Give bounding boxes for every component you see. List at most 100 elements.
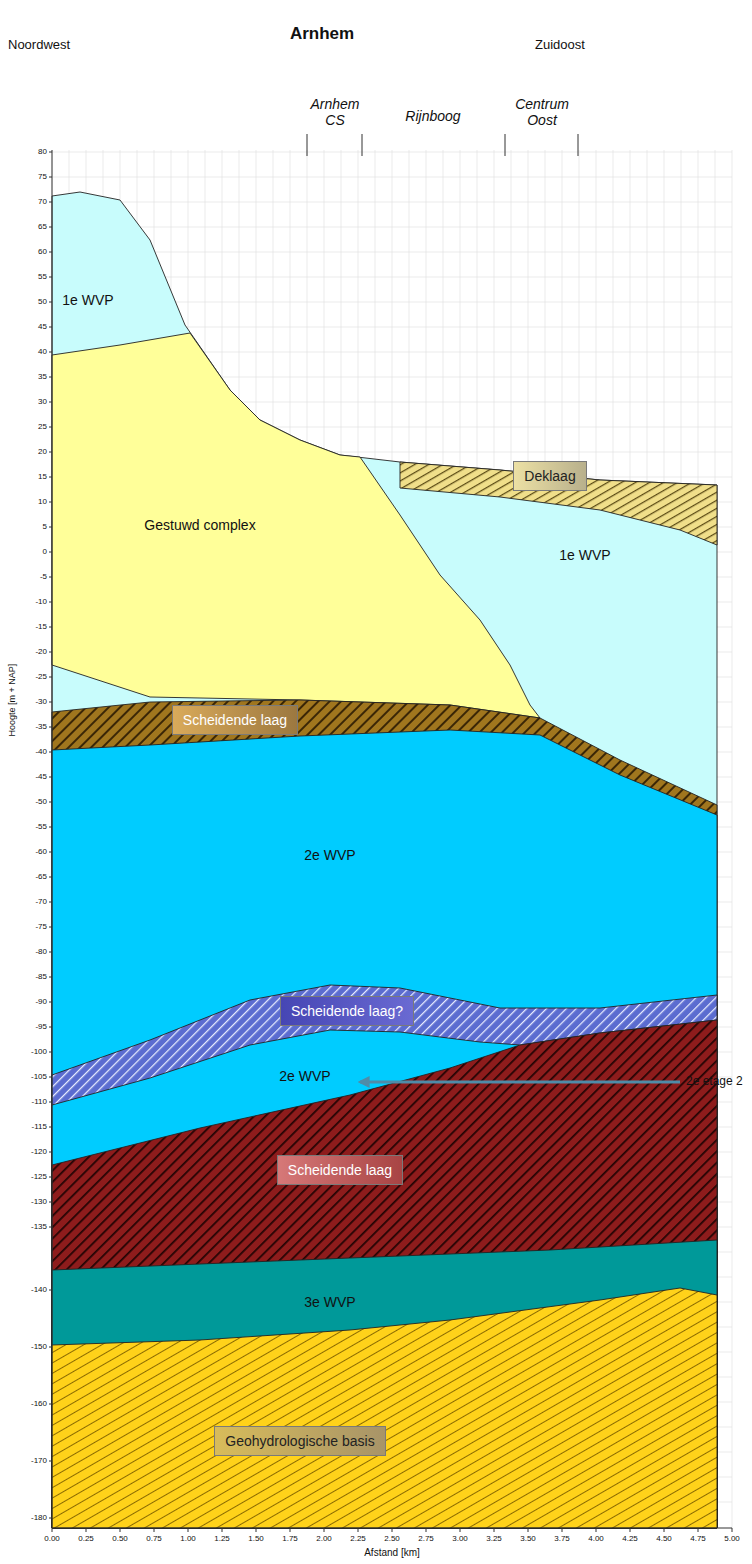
tick-mark xyxy=(49,1290,52,1291)
tick-mark xyxy=(49,677,52,678)
tick-label: 50 xyxy=(38,297,47,306)
tick-mark xyxy=(630,1528,631,1532)
tick-label: 4.50 xyxy=(656,1534,672,1543)
separating-layer-uncertain xyxy=(52,985,717,1528)
tick-label: 75 xyxy=(38,172,47,181)
tick-mark xyxy=(49,702,52,703)
aquifer-2 xyxy=(52,730,717,1528)
tick-mark xyxy=(49,1077,52,1078)
tick-label: 65 xyxy=(38,222,47,231)
tick-mark xyxy=(49,227,52,228)
tick-mark xyxy=(562,1528,563,1532)
tick-label: 35 xyxy=(38,372,47,381)
tick-mark xyxy=(49,152,52,153)
tick-label: 25 xyxy=(38,422,47,431)
grid-line xyxy=(52,177,732,178)
tick-label: -55 xyxy=(35,822,47,831)
tick-label: -45 xyxy=(35,772,47,781)
tick-label: 5.00 xyxy=(724,1534,740,1543)
tick-label: 0.50 xyxy=(112,1534,128,1543)
tick-label: 2.25 xyxy=(350,1534,366,1543)
tick-label: -30 xyxy=(35,697,47,706)
grid xyxy=(52,150,732,1528)
layer-name: Scheidende laag xyxy=(183,712,287,728)
tick-mark xyxy=(49,1052,52,1053)
tick-mark xyxy=(49,802,52,803)
axis-title: Afstand [km] xyxy=(364,1547,420,1559)
section-brackets xyxy=(307,134,578,156)
aquifer-3 xyxy=(52,1240,717,1528)
grid-line xyxy=(52,152,732,153)
tick-label: -160 xyxy=(31,1399,47,1408)
push-moraine xyxy=(52,333,540,718)
tick-label: 3.75 xyxy=(554,1534,570,1543)
tick-mark xyxy=(52,1528,53,1532)
tick-label: 2.50 xyxy=(384,1534,400,1543)
tick-label: -5 xyxy=(40,572,47,581)
layer-label: 2e WVP xyxy=(304,847,355,863)
layer-label: 1e WVP xyxy=(62,292,113,308)
tick-label: -50 xyxy=(35,797,47,806)
tick-mark xyxy=(528,1528,529,1532)
tick-label: -70 xyxy=(35,897,47,906)
tick-mark xyxy=(49,277,52,278)
tick-mark xyxy=(49,602,52,603)
layer-label: 2e WVP xyxy=(279,1068,330,1084)
axis-ticks xyxy=(49,152,732,1532)
tick-mark xyxy=(324,1528,325,1532)
tick-mark xyxy=(49,352,52,353)
grid-line xyxy=(52,202,732,203)
section-name: Centrum Oost xyxy=(509,96,575,128)
layer-label: 1e WVP xyxy=(559,547,610,563)
tick-mark xyxy=(49,202,52,203)
tick-label: -105 xyxy=(31,1072,47,1081)
tick-label: -150 xyxy=(31,1342,47,1351)
tick-mark xyxy=(49,877,52,878)
tick-label: -170 xyxy=(31,1456,47,1465)
tick-mark xyxy=(49,1347,52,1348)
tick-mark xyxy=(49,427,52,428)
layer-box: Scheidende laag xyxy=(172,705,298,735)
tick-mark xyxy=(392,1528,393,1532)
tick-mark xyxy=(49,652,52,653)
tick-label: -90 xyxy=(35,997,47,1006)
tick-label: -180 xyxy=(31,1513,47,1522)
tick-mark xyxy=(49,627,52,628)
tick-label: 2.75 xyxy=(418,1534,434,1543)
layer-label: 3e WVP xyxy=(304,1294,355,1310)
tick-label: 1.00 xyxy=(180,1534,196,1543)
tick-label: 40 xyxy=(38,347,47,356)
section-name: Rijnboog xyxy=(405,108,460,124)
layer-name: Geohydrologische basis xyxy=(225,1433,374,1449)
tick-mark xyxy=(290,1528,291,1532)
tick-label: 0.75 xyxy=(146,1534,162,1543)
tick-mark xyxy=(49,1202,52,1203)
layer-name: Scheidende laag? xyxy=(291,1003,403,1019)
tick-label: 3.50 xyxy=(520,1534,536,1543)
tick-label: 10 xyxy=(38,497,47,506)
grid-line xyxy=(732,150,733,1528)
tick-label: -35 xyxy=(35,722,47,731)
tick-label: -75 xyxy=(35,922,47,931)
tick-mark xyxy=(49,302,52,303)
tick-mark xyxy=(49,727,52,728)
tick-label: -40 xyxy=(35,747,47,756)
tick-label: 15 xyxy=(38,472,47,481)
tick-label: -15 xyxy=(35,622,47,631)
tick-mark xyxy=(86,1528,87,1532)
bracket-tick xyxy=(307,134,308,156)
tick-mark xyxy=(49,977,52,978)
tick-mark xyxy=(49,1518,52,1519)
tick-mark xyxy=(222,1528,223,1532)
diagram-title: Arnhem xyxy=(290,24,354,44)
tick-mark xyxy=(188,1528,189,1532)
tick-mark xyxy=(49,777,52,778)
layer-name: Scheidende laag xyxy=(288,1162,392,1178)
tick-label: 0 xyxy=(43,547,47,556)
tick-mark xyxy=(49,1002,52,1003)
bracket-tick xyxy=(505,134,506,156)
layer-box: Geohydrologische basis xyxy=(214,1426,385,1456)
layer-box: Scheidende laag xyxy=(277,1155,403,1185)
tick-mark xyxy=(49,1027,52,1028)
